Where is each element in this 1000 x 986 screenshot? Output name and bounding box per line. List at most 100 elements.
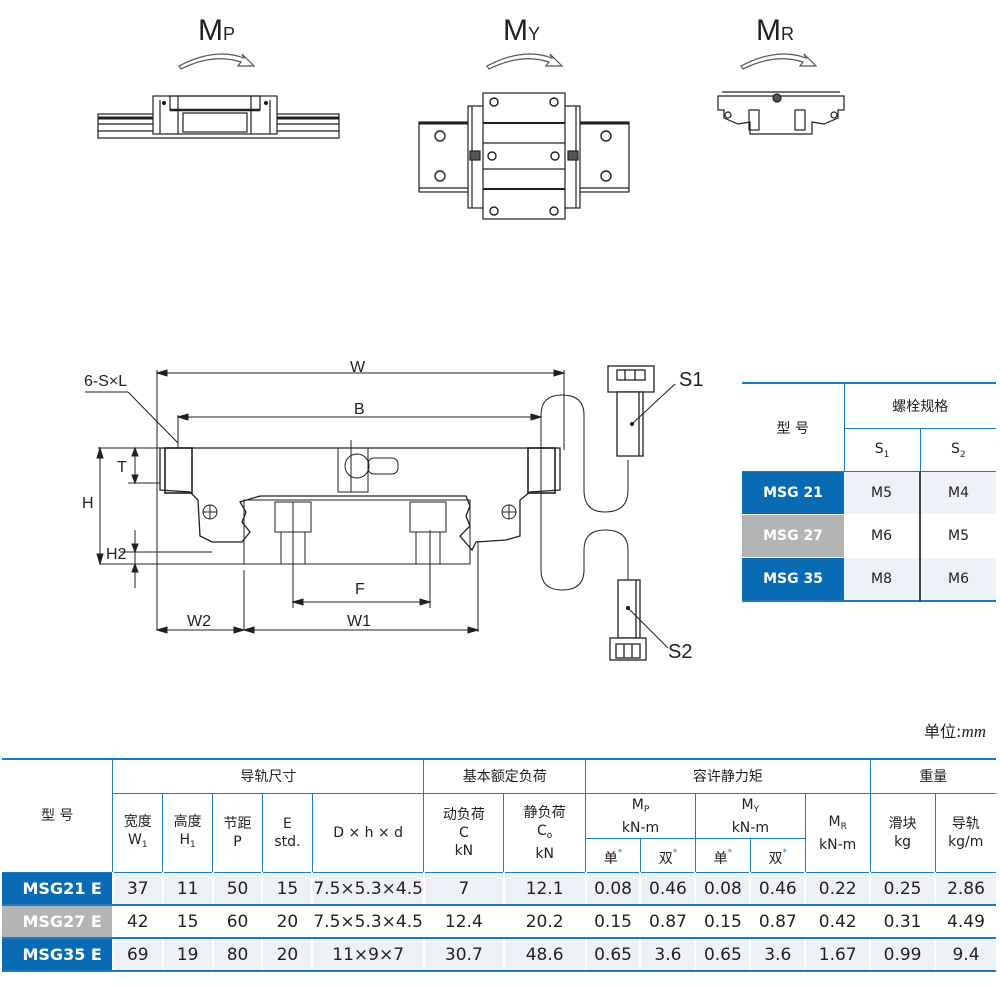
col-name: 节距 (223, 816, 252, 832)
cell-mp-d: 3.6 (639, 938, 696, 972)
cell-my-s: 0.08 (694, 872, 751, 906)
cross-section-drawing: W B 6-S×L T H H2 F W1 W2 S1 S2 (82, 359, 703, 663)
cell-dhd: 7.5×5.3×4.5 (311, 905, 424, 939)
col-subscript: P (643, 804, 650, 815)
moment-symbol: M (198, 14, 223, 47)
dim-label-h2: H2 (106, 546, 127, 563)
col-unit: kN-m (621, 819, 660, 836)
bolt-table-row: MSG 35 M8 M6 (742, 557, 996, 602)
bolt-s2-header: S2 (919, 428, 996, 472)
rated-load-header: 基本额定负荷 (423, 758, 587, 794)
bolt-row-model: MSG 21 (742, 471, 844, 515)
bolt-spec-header: 螺栓规格 (843, 383, 996, 429)
cell-rail: 4.49 (934, 905, 996, 939)
static-moment-header: 容许静力矩 (585, 758, 871, 794)
col-name: 静负荷 (523, 804, 566, 821)
pitch-arrow-icon (178, 53, 256, 70)
dim-label-b: B (354, 401, 365, 418)
cell-c: 30.7 (422, 938, 504, 972)
s1-subscript: 1 (883, 449, 890, 460)
cell-my-s: 0.65 (694, 938, 751, 972)
col-symbol: M (828, 813, 841, 830)
cell-my-d: 0.87 (749, 905, 806, 939)
footnote-mark: * (617, 847, 623, 858)
cell-w1: 42 (111, 905, 163, 939)
bolt-row-s2: M6 (919, 557, 996, 602)
col-unit: kN-m (731, 819, 769, 836)
bolt-table-row: MSG 27 M6 M5 (742, 514, 996, 558)
cell-c: 12.4 (422, 905, 504, 939)
cell-block: 0.25 (869, 872, 935, 906)
dim-label-h: H (82, 495, 94, 512)
col-symbol: M (631, 796, 644, 813)
dim-label-s2: S2 (668, 641, 692, 663)
cell-e: 15 (261, 872, 313, 906)
cell-e: 20 (261, 905, 313, 939)
cell-mr: 1.67 (804, 938, 871, 972)
cell-block: 0.31 (869, 905, 935, 939)
mp-double-header: 双* (639, 838, 696, 873)
moment-pitch-label: MP (198, 14, 235, 48)
mp-single-header: 单* (585, 838, 641, 873)
col-symbol: C (458, 825, 469, 841)
footnote-mark: * (782, 847, 788, 858)
roll-end-view-drawing (717, 91, 845, 135)
bolt-spec-table: 型 号 螺栓规格 S 1 S2 MSG 21 M5 M4 MSG 27 M6 M5… (742, 382, 996, 602)
moment-roll-label: MR (756, 14, 794, 48)
cell-dhd: 7.5×5.3×4.5 (311, 872, 424, 906)
bolt-s1-icon (607, 365, 676, 457)
cell-c0: 48.6 (502, 938, 586, 972)
cell-my-s: 0.15 (694, 905, 751, 939)
col-name: 双 (658, 850, 673, 867)
cell-mp-d: 0.87 (639, 905, 696, 939)
my-double-header: 双* (749, 838, 806, 873)
col-subscript: Y (753, 804, 760, 815)
col-name: 动负荷 (442, 807, 485, 823)
bolt-table-row: MSG 21 M5 M4 (742, 471, 996, 515)
dim-label-screw: 6-S×L (84, 373, 127, 390)
dhd-header: D × h × d (311, 793, 425, 873)
weight-header: 重量 (869, 758, 996, 794)
cell-h1: 11 (161, 872, 213, 906)
dim-label-s1: S1 (679, 369, 703, 391)
model-header: 型 号 (2, 758, 114, 873)
cell-h1: 19 (161, 938, 213, 972)
unit-prefix: 单位: (924, 722, 962, 741)
cell-mp-s: 0.15 (584, 905, 641, 939)
col-unit: kg (894, 834, 912, 850)
s2-symbol: S (950, 440, 960, 457)
roll-arrow-icon (740, 53, 818, 70)
cell-rail: 2.86 (934, 872, 996, 906)
col-name: 双 (768, 850, 783, 867)
dim-label-w: W (350, 359, 366, 376)
col-name: E (282, 816, 292, 832)
col-subscript: o (546, 830, 553, 841)
row-model: MSG35 E (2, 938, 113, 972)
bolt-model-header: 型 号 (742, 383, 845, 472)
row-model: MSG21 E (2, 872, 113, 906)
pitch-side-view-drawing (97, 95, 340, 139)
cell-mp-s: 0.65 (584, 938, 641, 972)
col-unit: kg/m (948, 834, 984, 850)
bolt-row-s1: M5 (844, 471, 920, 515)
col-unit: kN-m (819, 836, 857, 853)
cell-c0: 20.2 (502, 905, 586, 939)
cell-h1: 15 (161, 905, 213, 939)
yaw-top-view-drawing (418, 92, 630, 220)
col-subscript: 1 (141, 839, 148, 850)
dim-label-w2: W2 (187, 613, 211, 630)
moment-diagrams (97, 53, 845, 220)
bolt-row-model: MSG 35 (742, 557, 844, 602)
col-symbol: P (233, 834, 242, 850)
